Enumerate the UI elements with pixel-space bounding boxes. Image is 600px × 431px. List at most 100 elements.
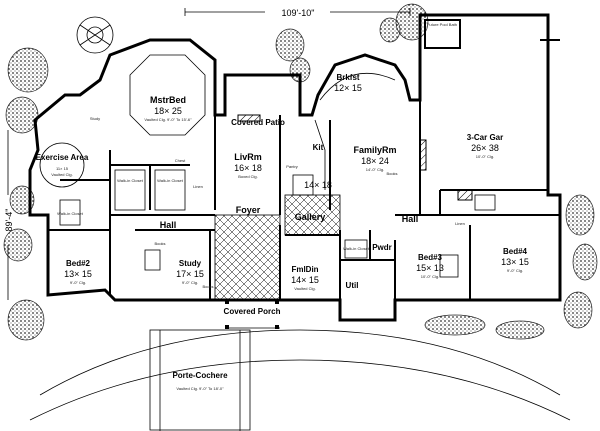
familyrm-label: FamilyRm xyxy=(353,145,396,155)
covered-patio-label: Covered Patio xyxy=(231,118,285,127)
stairs xyxy=(457,189,473,201)
shrub-icon xyxy=(563,291,593,329)
kit-size: 14× 18 xyxy=(304,180,332,190)
hall-right-label: Hall xyxy=(402,214,419,224)
fmldin-size: 14× 15 xyxy=(291,275,319,285)
pool-bath-label: Future Pool Bath xyxy=(427,22,457,27)
overall-depth-label: 89'-4" xyxy=(4,209,14,232)
covered-porch-label: Covered Porch xyxy=(224,307,281,316)
pool-bath-box xyxy=(424,19,461,49)
kitchen-island xyxy=(292,174,314,196)
shrub-icon xyxy=(379,17,401,43)
mstrbed-octagon xyxy=(129,54,206,136)
porte-cochere-label: Porte-Cochere xyxy=(172,371,228,380)
fireplace-icon xyxy=(237,114,261,122)
building-outline xyxy=(28,13,562,329)
closet-label: Walk-in Closet xyxy=(117,178,144,183)
hall-left-label: Hall xyxy=(160,220,177,230)
brkfst-size: 12× 15 xyxy=(334,83,362,93)
walk-in-closet xyxy=(114,169,146,211)
bath-fixture xyxy=(474,194,496,211)
fmldin-note: Vaulted Clg. xyxy=(294,286,316,291)
closet-label: Walk-in Closet xyxy=(343,246,370,251)
foyer-tile xyxy=(214,214,281,301)
shrub-icon xyxy=(424,314,486,336)
fmldin-label: FmlDin xyxy=(291,265,318,274)
mstrbed-label: MstrBed xyxy=(150,95,186,105)
walk-in-closet xyxy=(59,199,81,226)
bath-fixture xyxy=(439,254,459,278)
livrm-label: LivRm xyxy=(234,152,262,162)
column xyxy=(275,300,279,304)
shrub-icon xyxy=(5,96,39,134)
brkfst-label: Brkfst xyxy=(336,73,359,82)
kit-label: Kit xyxy=(313,143,324,152)
study-lib-label: Study xyxy=(90,116,100,121)
bed3-note: 10'-0" Clg. xyxy=(421,274,439,279)
walk-in-closet xyxy=(154,169,186,211)
bed2-label: Bed#2 xyxy=(66,259,91,268)
closet-label: Walk-in Closet xyxy=(157,178,184,183)
column xyxy=(225,325,229,329)
walk-in-closet xyxy=(344,239,368,259)
column xyxy=(275,325,279,329)
familyrm-note: 14'-0" Clg. xyxy=(366,167,384,172)
shrub-icon xyxy=(495,320,545,340)
exercise-label: Exercise Area xyxy=(36,153,89,162)
room-labels: MstrBed 18× 25 Vaulted Clg. 9'-0" To 15'… xyxy=(36,22,529,391)
shrub-icon xyxy=(275,28,305,62)
books-label: Books xyxy=(386,171,397,176)
bed4-note: 9'-0" Clg. xyxy=(507,268,523,273)
column xyxy=(225,300,229,304)
dimension-lines xyxy=(7,8,411,300)
closet-label: Walk-in Closet xyxy=(57,211,84,216)
driveway xyxy=(29,329,571,431)
familyrm-size: 18× 24 xyxy=(361,156,389,166)
study-note: 9'-0" Clg. xyxy=(182,280,198,285)
landscaping xyxy=(3,3,598,341)
shrub-icon xyxy=(9,185,35,215)
livrm-note: Boxed Clg. xyxy=(238,174,258,179)
util-label: Util xyxy=(346,281,359,290)
pantry-label: Pantry xyxy=(286,164,298,169)
bed3-size: 15× 13 xyxy=(416,263,444,273)
study-size: 17× 15 xyxy=(176,269,204,279)
garage-size: 26× 38 xyxy=(471,143,499,153)
bed4-size: 13× 15 xyxy=(501,257,529,267)
porte-cochere-note: Vaulted Clg. 9'-0" To 18'-0" xyxy=(176,386,224,391)
shrub-icon xyxy=(7,299,45,341)
bed2-note: 9'-0" Clg. xyxy=(70,280,86,285)
shrub-icon xyxy=(395,3,429,41)
gallery-tile xyxy=(284,194,341,236)
study-label: Study xyxy=(179,259,202,268)
bed4-label: Bed#4 xyxy=(503,247,528,256)
exercise-area-outline xyxy=(39,142,85,188)
bed2-size: 13× 15 xyxy=(64,269,92,279)
shrub-icon xyxy=(7,47,49,93)
books-label: Books xyxy=(202,284,213,289)
shrub-icon xyxy=(3,228,33,262)
linen-label: Linen xyxy=(193,184,203,189)
shrub-icon xyxy=(572,243,598,281)
garage-label: 3-Car Gar xyxy=(467,133,503,142)
exercise-note: Vaulted Clg. xyxy=(51,172,73,177)
books-label: Books xyxy=(154,241,165,246)
bed3-label: Bed#3 xyxy=(418,253,443,262)
pwdr-label: Pwdr xyxy=(372,243,392,252)
porte-cochere-outline xyxy=(149,329,251,431)
overall-width-label: 109'-10" xyxy=(282,8,315,18)
shrub-icon xyxy=(565,194,595,236)
tree-icon xyxy=(76,16,114,54)
livrm-size: 16× 18 xyxy=(234,163,262,173)
linen-label: Linen xyxy=(455,221,465,226)
mstrbed-size: 18× 25 xyxy=(154,106,182,116)
bath-fixture xyxy=(144,249,161,271)
chest-label: Chest xyxy=(175,158,186,163)
fireplace-icon xyxy=(419,139,427,171)
exercise-size: 11× 15 xyxy=(56,166,69,171)
garage-note: 10'-0" Clg. xyxy=(476,154,494,159)
mstrbed-note: Vaulted Clg. 9'-0" To 15'-6" xyxy=(144,117,192,122)
foyer-label: Foyer xyxy=(236,205,261,215)
gallery-label: Gallery xyxy=(295,212,326,222)
